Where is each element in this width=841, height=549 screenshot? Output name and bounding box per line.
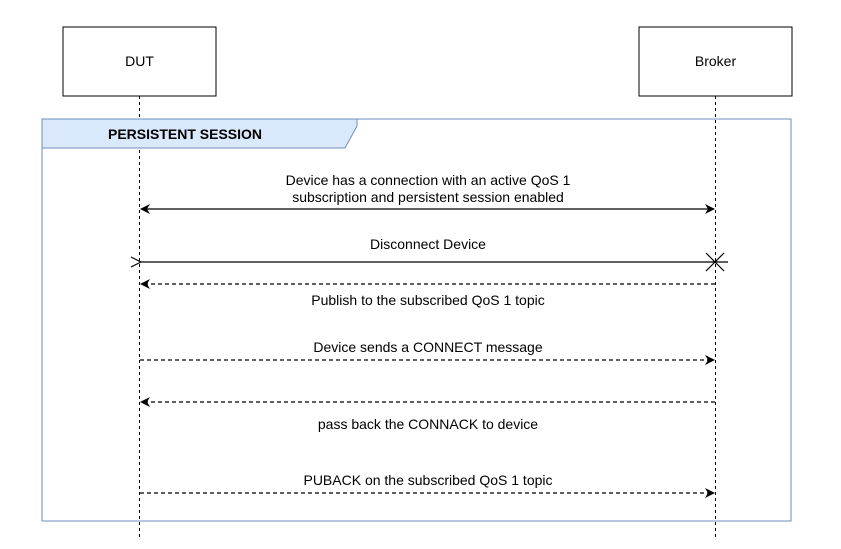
- message-label-disconnect: Disconnect Device: [370, 236, 486, 252]
- frame-persistent-session: [41, 118, 792, 522]
- participant-label-dut: DUT: [125, 53, 154, 69]
- message-label-connack: pass back the CONNACK to device: [317, 416, 539, 432]
- participant-box-dut: [62, 26, 217, 97]
- destroy-marker: [705, 252, 725, 272]
- message-label-connect: Device sends a CONNECT message: [313, 339, 543, 355]
- message-label-connection: Device has a connection with an active Q…: [285, 172, 571, 205]
- message-label-puback: PUBACK on the subscribed QoS 1 topic: [303, 472, 553, 488]
- participant-label-broker: Broker: [694, 53, 737, 69]
- message-label-publish: Publish to the subscribed QoS 1 topic: [311, 292, 545, 308]
- frame-label: PERSISTENT SESSION: [108, 126, 263, 142]
- participant-box-broker: [638, 26, 793, 97]
- frame-tab: [41, 118, 358, 149]
